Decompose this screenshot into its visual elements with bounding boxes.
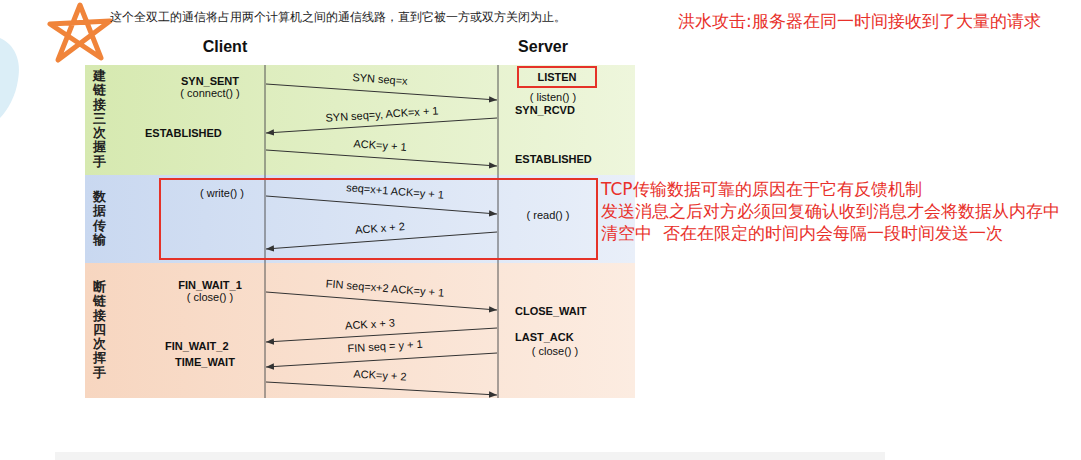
state-label: SYN_SENT (150, 75, 270, 88)
column-header: Server (483, 38, 603, 56)
highlight-frame (160, 179, 597, 259)
message-arrow (266, 328, 497, 342)
call-label: ( close() ) (495, 345, 615, 358)
message-arrow (266, 84, 497, 100)
state-label: LAST_ACK (515, 331, 625, 344)
message-label: ACK x + 3 (310, 314, 431, 334)
state-label: ESTABLISHED (145, 127, 260, 140)
message-arrow (266, 353, 497, 367)
phase-title: 数据传输 (93, 190, 106, 247)
annotation: 洪水攻击:服务器在同一时间接收到了大量的请求 (678, 10, 1050, 32)
message-arrow (266, 150, 497, 166)
phase-band: LISTEN 建链接三次握手 SYN_SENT( connect() ) SYN se… (85, 65, 635, 175)
message-arrow (266, 292, 497, 310)
server-lifeline (498, 65, 499, 398)
call-label: ( close() ) (150, 291, 270, 304)
annotation: 发送消息之后对方必须回复确认收到消息才会将数据从内存中清空中 否在在限定的时间内… (601, 200, 1067, 244)
message-label: FIN seq=x+2 ACK=y + 1 (295, 275, 475, 302)
phase-band: 数据传输 ( write() ) seq=x+1 ACK=y + 1 ( read()… (85, 175, 635, 263)
call-label: ( read() ) (488, 209, 608, 222)
column-header: Client (165, 38, 285, 56)
message-label: ACK=y + 1 (320, 135, 441, 156)
call-label: ( listen() ) (493, 91, 613, 104)
state-box: LISTEN (517, 66, 597, 88)
message-label: ACK=y + 2 (320, 366, 441, 386)
state-label: SYN_RCVD (515, 104, 625, 117)
star-mark (50, 5, 110, 60)
bottom-bar (55, 452, 885, 460)
message-label: ACK x + 2 (320, 218, 441, 240)
message-arrow (266, 382, 497, 395)
decoration (0, 38, 19, 118)
call-label: ( write() ) (162, 187, 282, 200)
phase-title: 断链接四次挥手 (93, 280, 106, 380)
state-label: ESTABLISHED (515, 153, 625, 166)
annotation: TCP传输数据可靠的原因在于它有反馈机制 (601, 178, 1067, 200)
state-label: FIN_WAIT_2 (165, 340, 275, 353)
state-label: CLOSE_WAIT (515, 305, 625, 318)
state-label: FIN_WAIT_1 (150, 279, 270, 292)
message-label: SYN seq=y, ACK=x + 1 (302, 103, 463, 126)
phase-title: 建链接三次握手 (93, 69, 106, 169)
message-arrow (266, 118, 497, 133)
message-arrows (266, 84, 497, 395)
message-label: seq=x+1 ACK=y + 1 (315, 179, 476, 205)
state-label: TIME_WAIT (175, 356, 285, 369)
state-label: LISTEN (519, 68, 595, 86)
call-label: ( connect() ) (150, 87, 270, 100)
message-label: SYN seq=x (320, 69, 441, 90)
message-arrow (266, 232, 497, 249)
message-arrow (266, 196, 497, 214)
top-note: 这个全双工的通信将占用两个计算机之间的通信线路，直到它被一方或双方关闭为止。 (110, 10, 675, 25)
phase-band: 断链接四次挥手FIN_WAIT_1( close() )FIN seq=x+2 … (85, 263, 635, 398)
client-lifeline (265, 65, 266, 398)
message-label: FIN seq = y + 1 (325, 336, 446, 356)
